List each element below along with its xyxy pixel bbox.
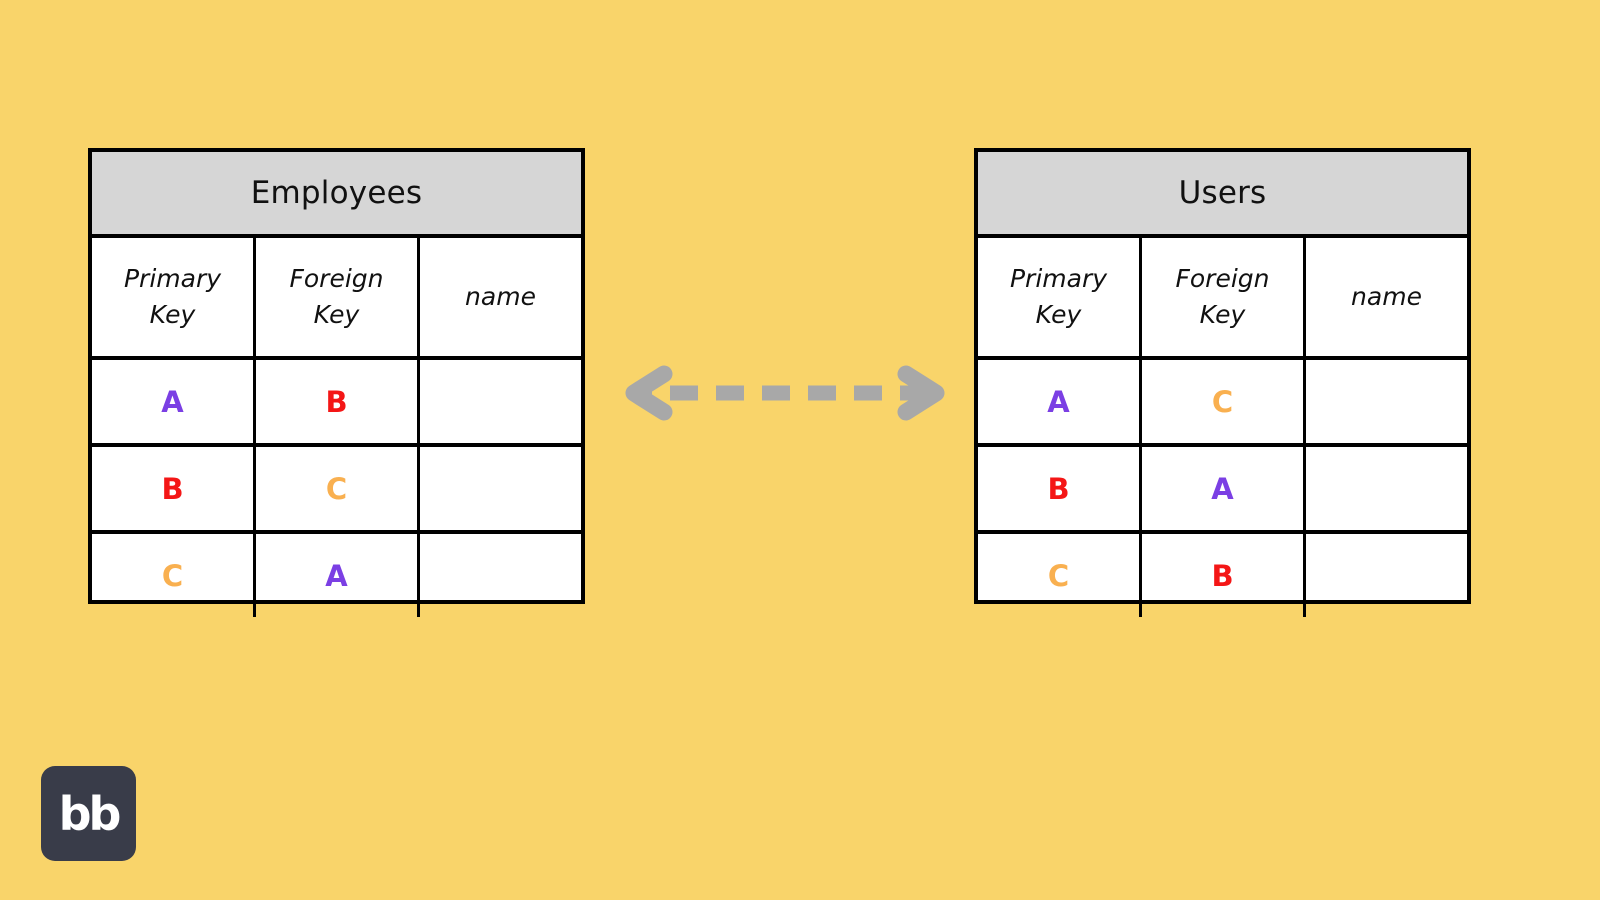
table-row: C B: [978, 534, 1467, 617]
relation-arrow-icon: [620, 362, 950, 424]
key-value: B: [1211, 558, 1234, 593]
cell-primary-key: A: [92, 360, 256, 443]
table-row: A C: [978, 360, 1467, 447]
column-header-label: Primary Key: [123, 263, 222, 329]
column-header-foreign-key: Foreign Key: [1142, 238, 1306, 356]
cell-name: [420, 534, 581, 617]
cell-primary-key: C: [978, 534, 1142, 617]
brand-logo-text: bb: [58, 786, 122, 841]
key-value: A: [1047, 384, 1070, 419]
key-value: B: [161, 471, 184, 506]
column-header-label: Primary Key: [1009, 263, 1108, 329]
column-header-name: name: [1306, 238, 1467, 356]
key-value: A: [161, 384, 184, 419]
cell-name: [1306, 447, 1467, 530]
key-value: C: [1047, 558, 1070, 593]
column-header-label: Foreign Key: [1175, 263, 1270, 329]
column-header-label: name: [465, 281, 536, 311]
cell-foreign-key: B: [1142, 534, 1306, 617]
key-value: A: [325, 558, 348, 593]
cell-primary-key: B: [92, 447, 256, 530]
cell-name: [420, 360, 581, 443]
table-title-employees: Employees: [92, 152, 581, 238]
table-column-header-row: Primary Key Foreign Key name: [92, 238, 581, 360]
cell-foreign-key: A: [1142, 447, 1306, 530]
key-value: A: [1211, 471, 1234, 506]
key-value: C: [161, 558, 184, 593]
cell-foreign-key: C: [1142, 360, 1306, 443]
table-row: C A: [92, 534, 581, 617]
key-value: C: [1211, 384, 1234, 419]
key-value: B: [1047, 471, 1070, 506]
table-row: B A: [978, 447, 1467, 534]
table-title-users: Users: [978, 152, 1467, 238]
cell-foreign-key: A: [256, 534, 420, 617]
cell-primary-key: C: [92, 534, 256, 617]
table-row: B C: [92, 447, 581, 534]
cell-name: [1306, 534, 1467, 617]
table-employees: Employees Primary Key Foreign Key name A…: [88, 148, 585, 617]
column-header-primary-key: Primary Key: [978, 238, 1142, 356]
column-header-label: name: [1351, 281, 1422, 311]
key-value: C: [325, 471, 348, 506]
key-value: B: [325, 384, 348, 419]
cell-foreign-key: C: [256, 447, 420, 530]
column-header-primary-key: Primary Key: [92, 238, 256, 356]
cell-primary-key: B: [978, 447, 1142, 530]
column-header-name: name: [420, 238, 581, 356]
cell-primary-key: A: [978, 360, 1142, 443]
table-users: Users Primary Key Foreign Key name A C B…: [974, 148, 1471, 617]
column-header-foreign-key: Foreign Key: [256, 238, 420, 356]
brand-logo: bb: [41, 766, 136, 861]
cell-name: [1306, 360, 1467, 443]
cell-name: [420, 447, 581, 530]
table-row: A B: [92, 360, 581, 447]
table-column-header-row: Primary Key Foreign Key name: [978, 238, 1467, 360]
cell-foreign-key: B: [256, 360, 420, 443]
column-header-label: Foreign Key: [289, 263, 384, 329]
